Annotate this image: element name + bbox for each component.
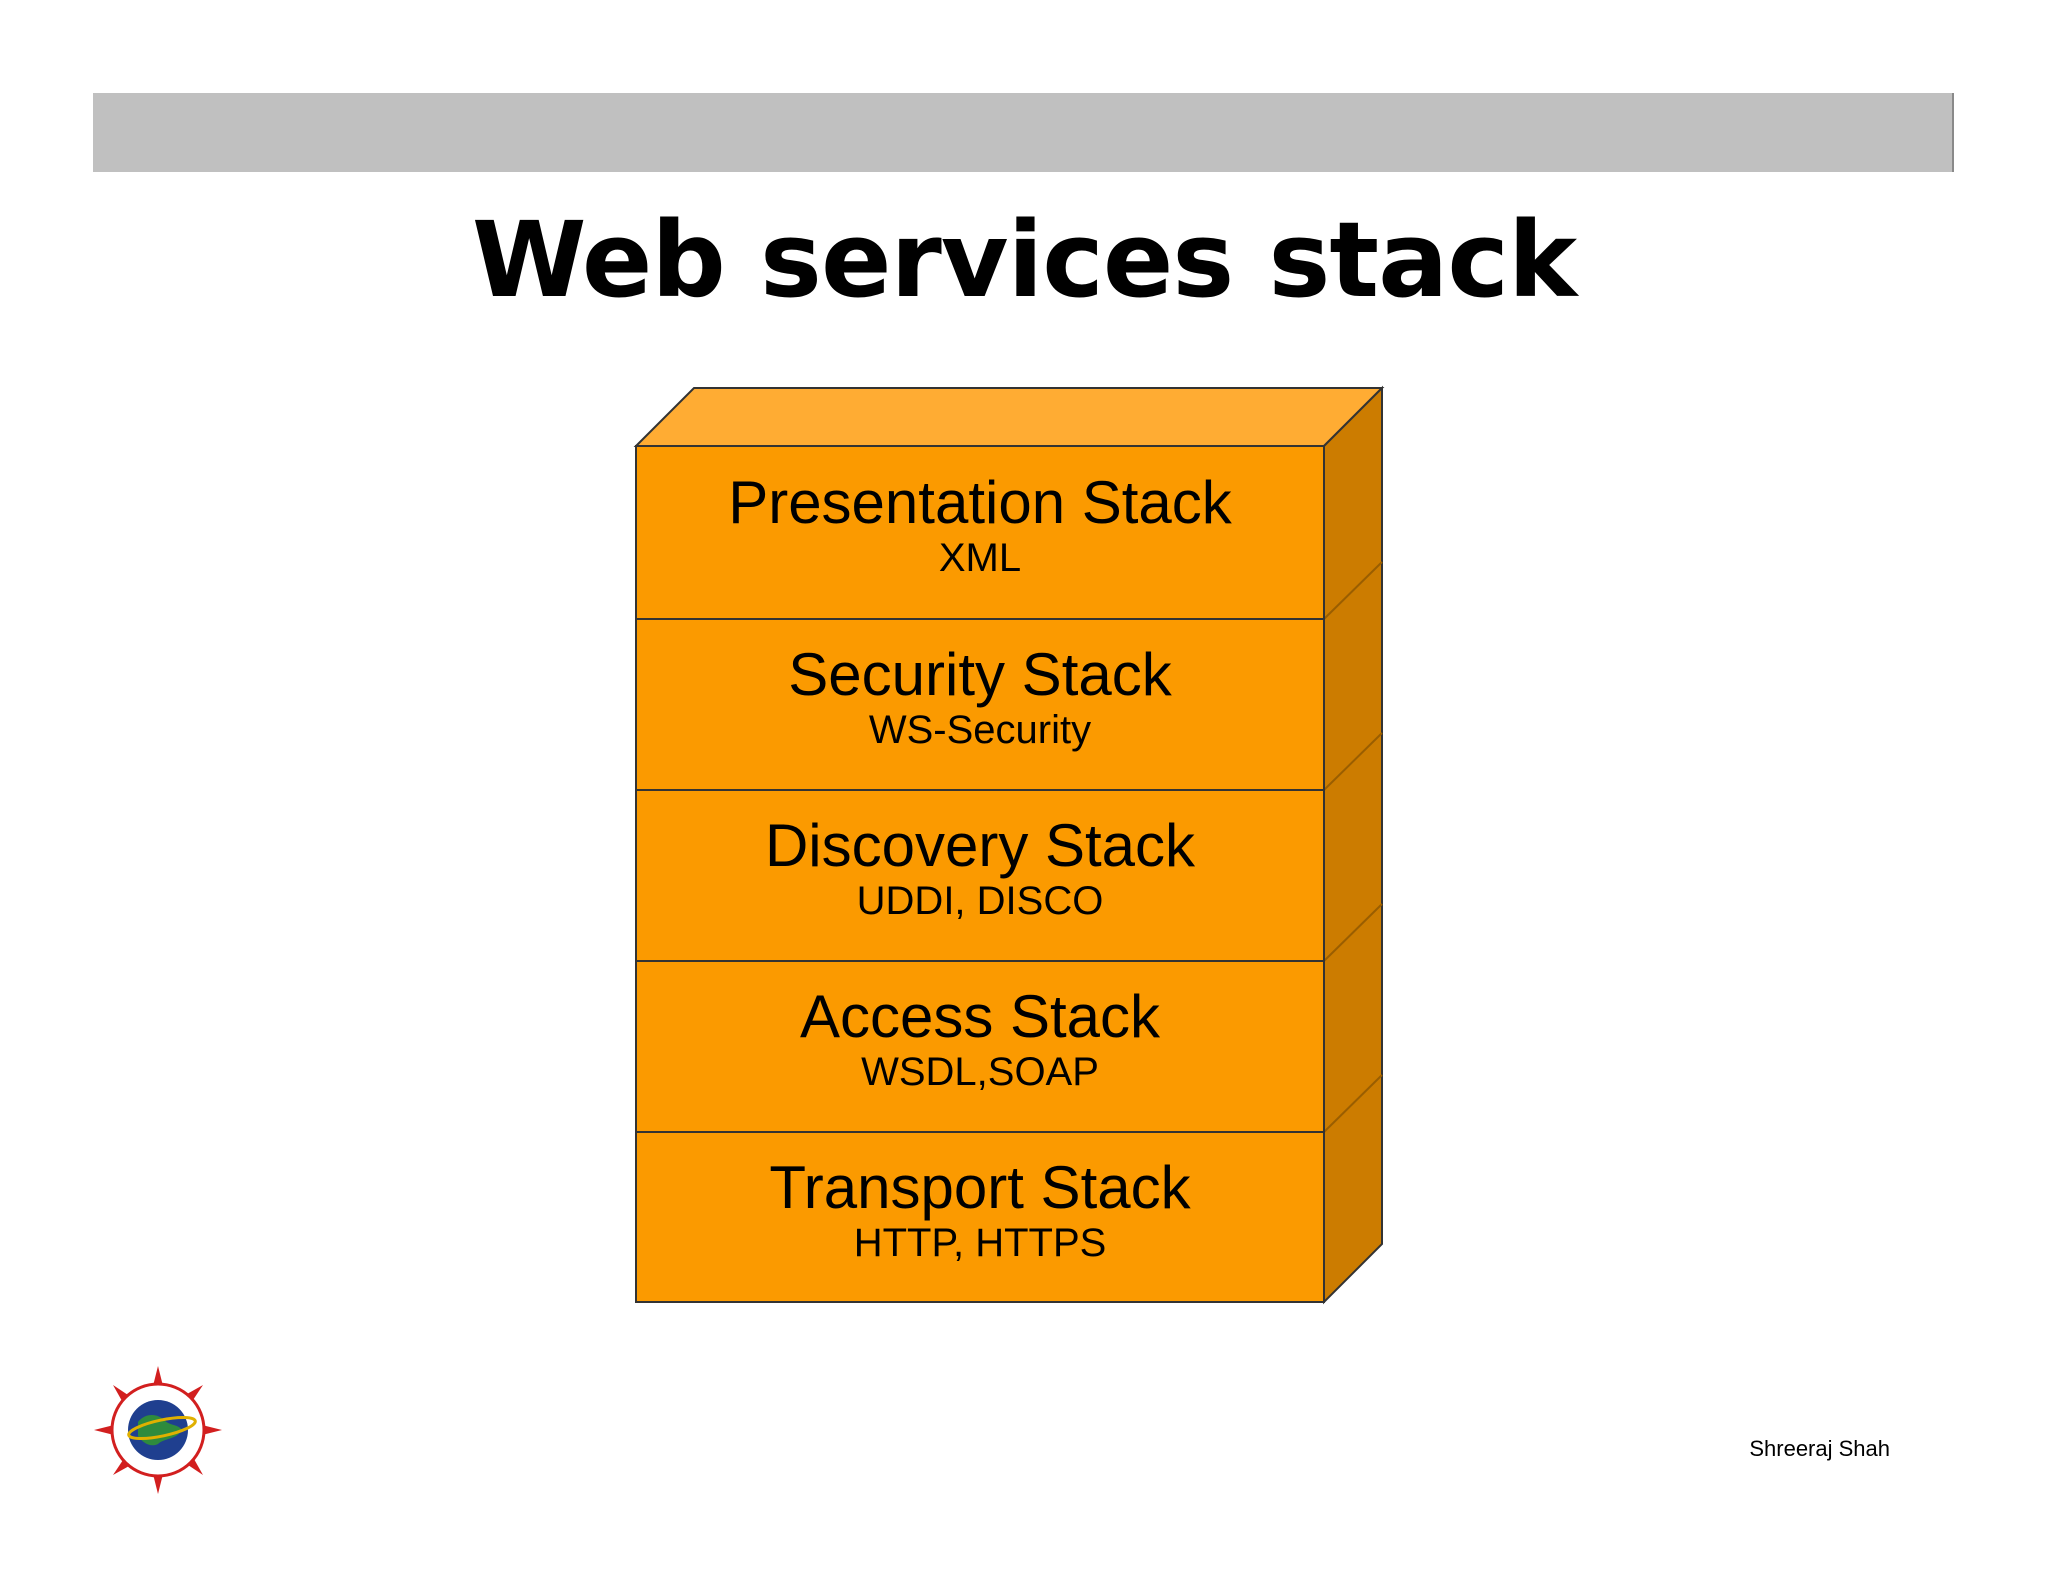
layer-protocols: HTTP, HTTPS (853, 1221, 1107, 1265)
layer-discovery: Discovery Stack UDDI, DISCO (636, 812, 1324, 924)
layer-box-discovery (635, 789, 1325, 962)
seal-swoosh (127, 1415, 197, 1441)
layer-presentation: Presentation Stack XML (636, 469, 1324, 581)
layer-name: Access Stack (799, 983, 1161, 1050)
layer-protocols: WS-Security (868, 708, 1092, 752)
layer-box-security (635, 618, 1325, 791)
layer-box-access (635, 960, 1325, 1133)
slide-title: Web services stack (471, 199, 1577, 321)
layer-protocols: UDDI, DISCO (856, 879, 1104, 923)
stack-side-dividers (1323, 561, 1383, 1133)
layer-name: Security Stack (788, 641, 1172, 708)
layer-name: Discovery Stack (764, 812, 1196, 879)
side-divider-4 (1323, 1074, 1383, 1133)
stack-side-face (1323, 385, 1383, 1305)
side-divider-1 (1323, 561, 1383, 620)
stack-top-face (633, 387, 1385, 447)
side-divider-3 (1323, 903, 1383, 962)
side-divider-2 (1323, 732, 1383, 791)
layer-name: Presentation Stack (728, 469, 1232, 536)
layer-access: Access Stack WSDL,SOAP (636, 983, 1324, 1095)
top-banner-bar (93, 93, 1954, 172)
layer-name: Transport Stack (769, 1154, 1191, 1221)
author-name: Shreeraj Shah (1749, 1436, 1890, 1461)
layer-box-transport (635, 1131, 1325, 1303)
layer-protocols: XML (938, 536, 1022, 580)
layer-transport: Transport Stack HTTP, HTTPS (636, 1154, 1324, 1266)
layer-security: Security Stack WS-Security (636, 641, 1324, 753)
layer-protocols: WSDL,SOAP (861, 1050, 1099, 1094)
layer-box-presentation (635, 445, 1325, 620)
globe-seal-icon (94, 1366, 222, 1494)
